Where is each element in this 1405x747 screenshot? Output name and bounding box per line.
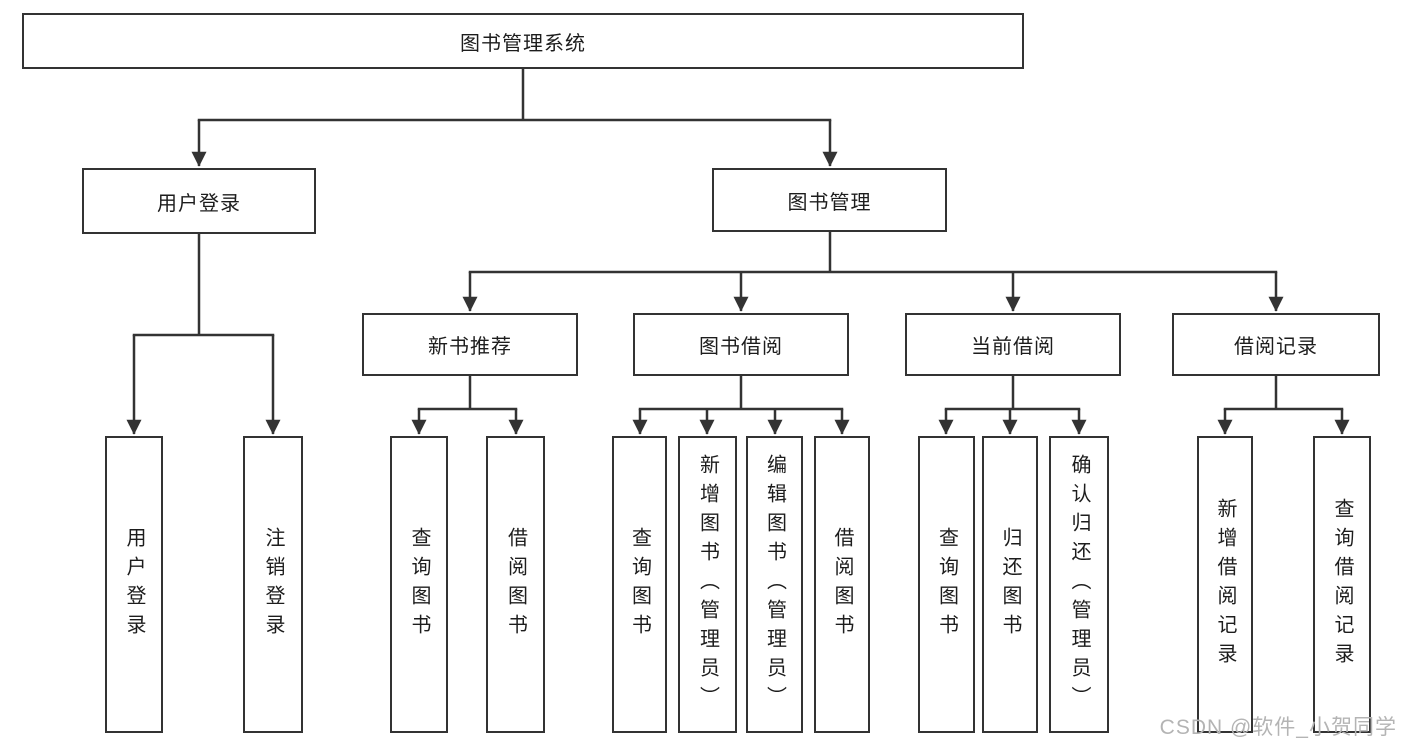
leaf-query-books-borrow: 查询图书 [612,436,667,733]
leaf-query-borrow-record: 查询借阅记录 [1313,436,1371,733]
leaf-label: 确认归还（管理员） [1068,454,1090,715]
leaf-borrow-books: 借阅图书 [814,436,870,733]
leaf-label: 归还图书 [999,526,1021,643]
leaf-add-borrow-record: 新增借阅记录 [1197,436,1253,733]
leaf-label: 编辑图书（管理员） [763,454,786,715]
node-user-login: 用户登录 [82,168,316,234]
leaf-add-book-admin: 新增图书（管理员） [678,436,737,733]
leaf-logout: 注销登录 [243,436,303,733]
node-current-borrow: 当前借阅 [905,313,1121,376]
node-label: 图书借阅 [699,336,783,358]
leaf-borrow-books-recommend: 借阅图书 [486,436,545,733]
leaf-user-login: 用户登录 [105,436,163,733]
node-label: 用户登录 [157,192,241,215]
leaf-label: 注销登录 [262,526,284,643]
node-new-book-recommend: 新书推荐 [362,313,578,376]
node-label: 图书管理系统 [460,32,586,55]
leaf-label: 查询图书 [408,526,430,643]
node-book-management: 图书管理 [712,168,947,232]
leaf-query-books-recommend: 查询图书 [390,436,448,733]
leaf-label: 借阅图书 [504,526,527,643]
leaf-label: 新增图书（管理员） [696,454,719,715]
leaf-query-books-current: 查询图书 [918,436,975,733]
leaf-label: 新增借阅记录 [1214,497,1236,672]
leaf-label: 用户登录 [123,526,145,643]
node-label: 借阅记录 [1234,336,1318,358]
node-label: 新书推荐 [428,336,512,358]
leaf-return-book: 归还图书 [982,436,1038,733]
leaf-label: 查询图书 [935,526,958,643]
node-borrow-records: 借阅记录 [1172,313,1380,376]
leaf-label: 查询图书 [628,526,651,643]
leaf-label: 查询借阅记录 [1331,497,1353,672]
node-label: 当前借阅 [971,336,1055,358]
csdn-watermark: CSDN @软件_小贺同学 [1159,716,1397,739]
leaf-edit-book-admin: 编辑图书（管理员） [746,436,803,733]
leaf-confirm-return-admin: 确认归还（管理员） [1049,436,1109,733]
node-root-system: 图书管理系统 [22,13,1024,69]
node-book-borrow: 图书借阅 [633,313,849,376]
node-label: 图书管理 [787,191,872,214]
leaf-label: 借阅图书 [831,526,853,643]
